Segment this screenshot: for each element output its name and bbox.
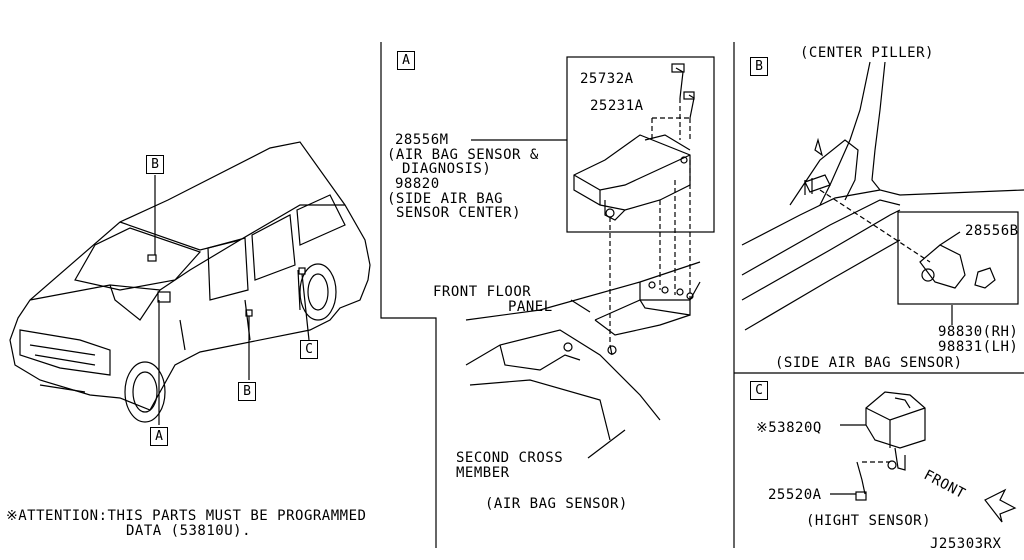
part-98820-desc-1: (SIDE AIR BAG [387,191,504,207]
front-floor-label-1: FRONT FLOOR [433,284,532,300]
panel-dividers [380,42,1024,548]
part-98820-desc-2: SENSOR CENTER) [396,205,522,221]
section-c-tag: C [750,381,768,400]
second-cross-label-1: SECOND CROSS [456,450,564,466]
front-floor-label-2: PANEL [508,299,553,315]
callout-a-vehicle: A [150,427,168,446]
second-cross-label-2: MEMBER [456,465,510,481]
callout-b-lower: B [238,382,256,401]
part-98831-label: 98831(LH) [938,339,1019,355]
part-98820-label: 98820 [395,176,440,192]
part-28556m-desc-2: DIAGNOSIS) [402,161,492,177]
part-28556m-label: 28556M [395,132,449,148]
callout-b-top: B [146,155,164,174]
height-sensor-illustration [830,391,1017,523]
section-b-caption: (SIDE AIR BAG SENSOR) [775,355,963,371]
section-c-caption: (HIGHT SENSOR) [806,513,932,529]
center-piller-label: (CENTER PILLER) [800,45,934,61]
diagram-code: J25303RX [930,536,1002,552]
section-b-tag: B [750,57,768,76]
side-sensor-illustration [741,61,1024,331]
attention-note-line-2: DATA (53810U). [126,523,252,539]
part-25520a-label: 25520A [768,487,822,503]
part-53820q-label: ※53820Q [756,420,822,436]
vehicle-illustration [9,141,371,425]
part-28556b-label: 28556B [965,223,1019,239]
part-25732a-label: 25732A [580,71,634,87]
part-28556m-desc-1: (AIR BAG SENSOR & [387,147,539,163]
section-a-caption: (AIR BAG SENSOR) [485,496,628,512]
attention-note-line-1: ※ATTENTION:THIS PARTS MUST BE PROGRAMMED [6,508,367,524]
callout-c-vehicle: C [300,340,318,359]
part-98830-label: 98830(RH) [938,324,1019,340]
part-25231a-label: 25231A [590,98,644,114]
air-bag-sensor-illustration [465,56,715,459]
section-a-tag: A [397,51,415,70]
